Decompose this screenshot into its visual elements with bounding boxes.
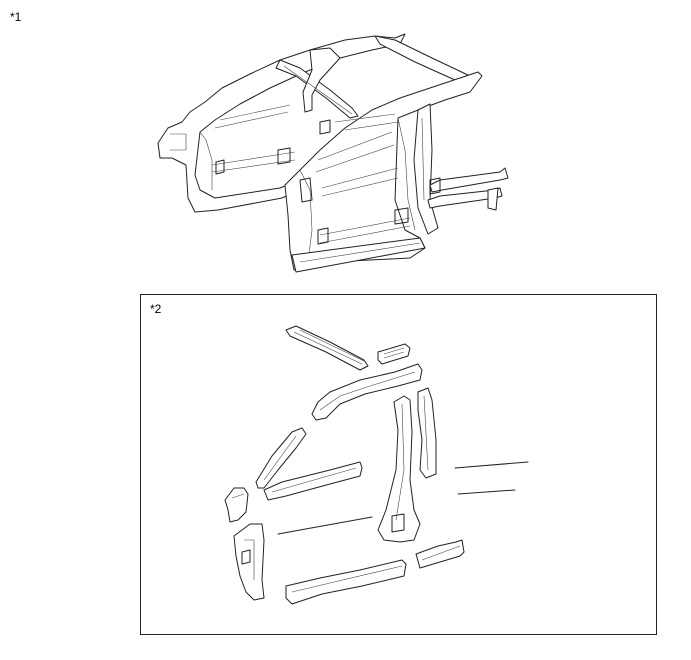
front-pillar-inner-part — [233, 523, 265, 601]
rocker-outer-part — [285, 559, 407, 605]
roof-structure — [275, 35, 471, 119]
side-rail-rod — [277, 516, 373, 535]
roof-side-rail-part — [285, 325, 369, 371]
right-side-structure — [284, 71, 483, 273]
rear-rail-rod-upper — [454, 461, 529, 469]
center-pillar-reinforcement-part — [417, 387, 437, 479]
rocker-reinforcement-part — [263, 461, 363, 501]
front-apron-rails — [427, 167, 509, 211]
front-pillar-lower-part — [255, 427, 307, 489]
roof-bracket-part — [377, 343, 411, 365]
rear-quarter-lower-part — [415, 539, 465, 569]
callout-label-2: *2 — [150, 302, 162, 316]
callout-label-1: *1 — [10, 10, 22, 24]
rear-rail-rod-lower — [457, 489, 516, 495]
assembled-side-structure-illustration — [157, 33, 509, 273]
front-bracket-upper-part — [224, 487, 249, 523]
exploded-view-frame — [140, 294, 657, 635]
center-pillar-part — [377, 395, 421, 543]
front-pillar-upper-part — [311, 363, 423, 421]
